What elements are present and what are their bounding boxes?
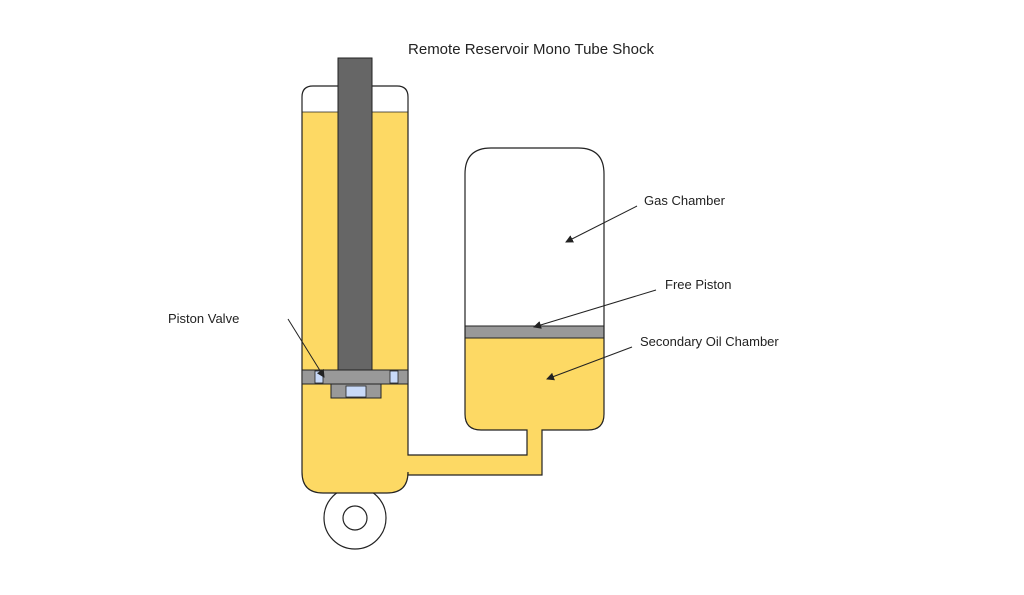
piston-valve-label: Piston Valve <box>168 311 239 326</box>
secondary-oil-chamber-label: Secondary Oil Chamber <box>640 334 779 349</box>
piston-rod <box>337 57 373 371</box>
shock-outline <box>301 85 605 494</box>
free-piston <box>464 325 605 339</box>
valve-port-right <box>389 370 399 384</box>
secondary-oil-chamber <box>465 338 604 430</box>
diagram-title: Remote Reservoir Mono Tube Shock <box>408 41 654 58</box>
gas-chamber-arrow <box>565 205 638 243</box>
nut-center-port <box>345 385 367 398</box>
secondary-oil-chamber-arrow <box>546 346 633 381</box>
free-piston-label: Free Piston <box>665 277 731 292</box>
gas-chamber-label: Gas Chamber <box>644 193 726 208</box>
mounting-eye <box>323 486 387 550</box>
free-piston-arrow <box>533 289 657 329</box>
piston-valve-leader <box>287 318 325 378</box>
connecting-hose <box>407 430 542 475</box>
